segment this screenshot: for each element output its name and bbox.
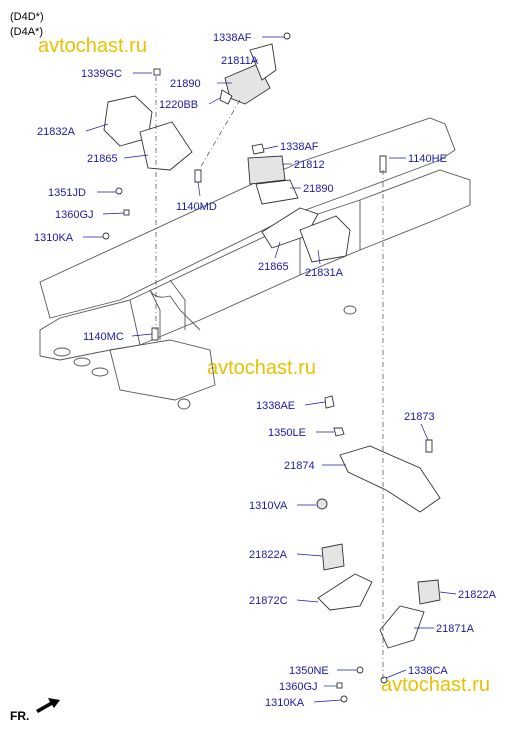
- bracket-21831A: [299, 215, 351, 263]
- variant-label-2: (D4A*): [10, 26, 43, 38]
- nut-1310KA-top: [102, 232, 110, 240]
- mount-21812: [247, 155, 286, 185]
- part-label: 1351JD: [48, 187, 86, 199]
- part-label: 1310VA: [249, 500, 288, 512]
- bolt-1140MD: [194, 169, 202, 183]
- part-label: 1360GJ: [55, 209, 94, 221]
- part-label: 21874: [284, 460, 315, 472]
- nut-1339GC: [153, 68, 161, 76]
- part-label: 21865: [87, 153, 118, 165]
- nut-1360GJ-bottom: [336, 682, 343, 689]
- left-engine-mount-assembly: [102, 32, 291, 341]
- part-label: 1220BB: [159, 99, 198, 111]
- washer-1350LE: [333, 427, 345, 437]
- part-label: 1338AF: [280, 141, 319, 153]
- nut-1360GJ-top: [123, 209, 130, 216]
- watermark-middle: avtochast.ru: [207, 357, 316, 379]
- part-label: 1350NE: [289, 665, 329, 677]
- nut-1338AF-mid: [251, 143, 265, 155]
- part-label: 1360GJ: [279, 681, 318, 693]
- watermark-bottom: avtochast.ru: [381, 674, 490, 696]
- washer-1351JD: [115, 187, 123, 195]
- part-label: 21832A: [37, 126, 76, 138]
- part-label: 1310KA: [265, 697, 305, 709]
- washer-1350NE: [356, 666, 364, 674]
- part-label: 1338AF: [213, 32, 252, 44]
- bolt-21873: [425, 439, 433, 453]
- bolt-1140MC: [151, 327, 159, 341]
- nut-1338AF-top: [283, 32, 291, 40]
- watermark-top: avtochast.ru: [38, 35, 147, 57]
- part-label: 21822A: [458, 589, 497, 601]
- part-label: 21812: [294, 159, 325, 171]
- part-label: 1140MC: [83, 331, 124, 343]
- bracket-21872C: [317, 573, 373, 611]
- part-label: 21873: [404, 411, 435, 423]
- right-engine-mount-assembly: [247, 143, 387, 263]
- bracket-21865-left: [139, 121, 193, 171]
- insulator-21822A-left: [321, 543, 345, 571]
- part-label: 1350LE: [268, 427, 306, 439]
- crossmember-21874: [339, 445, 441, 513]
- part-label: 21890: [303, 183, 334, 195]
- part-label: 1339GC: [81, 68, 122, 80]
- part-label: 21831A: [305, 267, 344, 279]
- part-label: 1338CA: [408, 665, 448, 677]
- part-label: 21890: [170, 78, 201, 90]
- part-label: 21822A: [249, 549, 288, 561]
- alignment-axes: [155, 76, 384, 680]
- part-labels: 1338AF 21811A 1339GC 21890 1220BB 21832A…: [34, 32, 497, 709]
- leader-lines: [83, 36, 457, 703]
- part-label: 21872C: [249, 595, 288, 607]
- bracket-21871A: [379, 605, 425, 649]
- nut-1310KA-bottom: [340, 695, 348, 703]
- transmission-mount-assembly: [316, 395, 441, 703]
- nut-1338CA: [380, 676, 388, 684]
- part-label: 1338AE: [256, 400, 295, 412]
- front-direction-label: FR.: [10, 709, 29, 723]
- part-label: 1140HE: [408, 153, 447, 165]
- mount-plate-21811A: [249, 43, 277, 81]
- variant-label-1: (D4D*): [10, 11, 44, 23]
- front-arrow-icon: [36, 698, 60, 713]
- chassis-frame: [39, 117, 471, 410]
- part-label: 21811A: [221, 55, 259, 67]
- part-label: 1140MD: [176, 201, 217, 213]
- part-label: 21871A: [436, 623, 475, 635]
- insulator-21822A-right: [417, 579, 441, 605]
- bolt-1140HE: [379, 155, 387, 173]
- nut-1310VA: [316, 498, 328, 510]
- bolt-1220BB: [219, 89, 233, 105]
- part-label: 1310KA: [34, 232, 74, 244]
- part-label: 21865: [258, 261, 289, 273]
- mount-21890-mid: [255, 179, 299, 205]
- nut-1338AE: [324, 395, 335, 409]
